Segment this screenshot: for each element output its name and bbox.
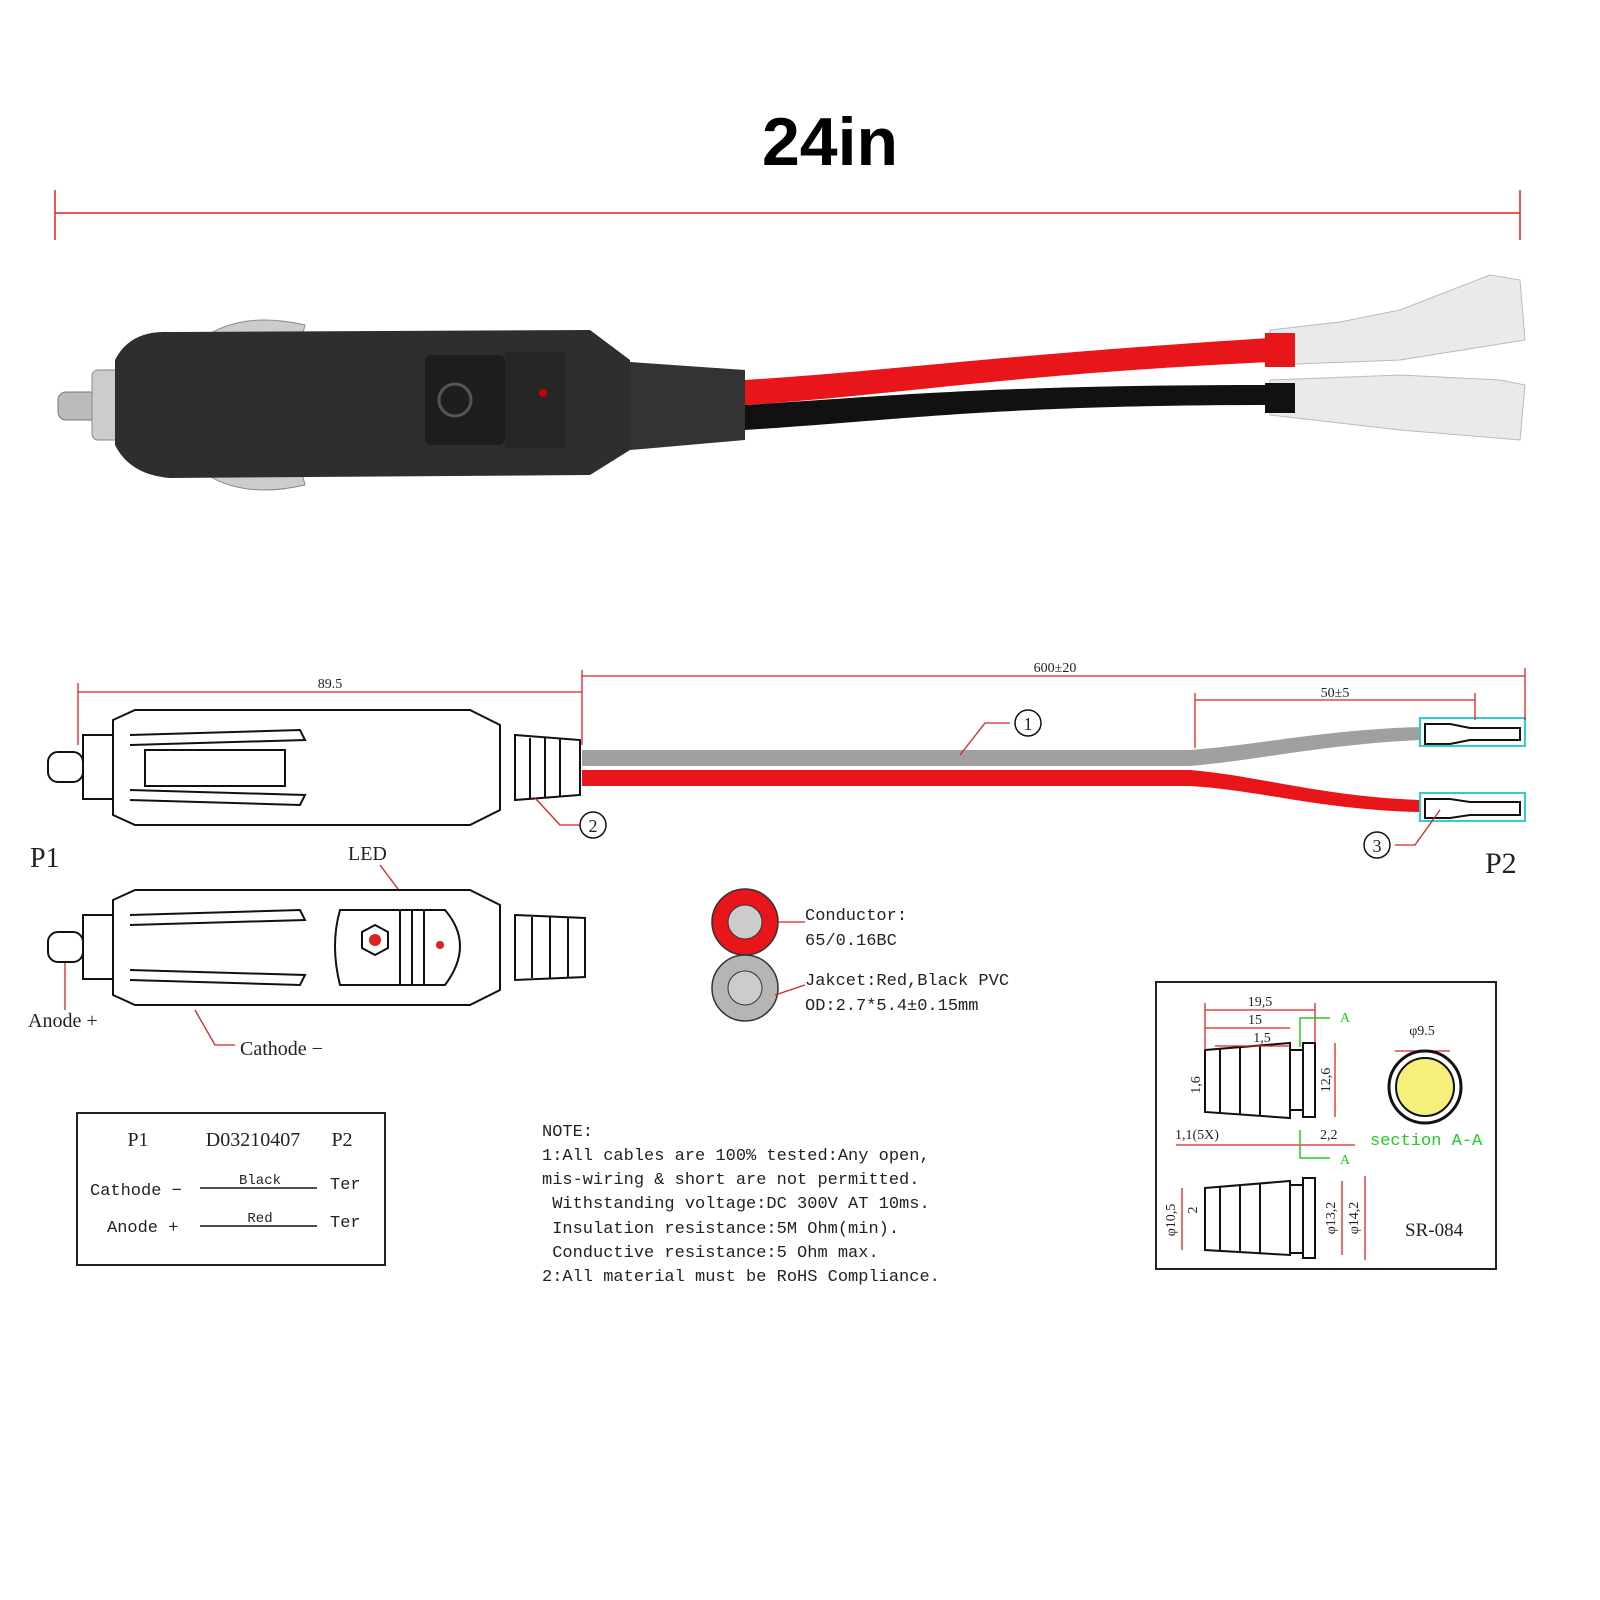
od-spec: OD:2.7*5.4±0.15mm <box>805 997 978 1016</box>
section-fill <box>1395 1057 1455 1117</box>
wire-cross-section <box>711 888 806 1022</box>
dimension-lines <box>64 668 1526 1046</box>
svg-text:2,2: 2,2 <box>1320 1128 1338 1143</box>
callout-2: 2 <box>579 811 607 839</box>
p1-label: P1 <box>30 843 60 874</box>
svg-text:φ13,2: φ13,2 <box>1324 1202 1339 1235</box>
dim-plug-length: 89.5 <box>318 677 343 692</box>
svg-text:P2: P2 <box>331 1129 352 1151</box>
svg-text:1,5: 1,5 <box>1253 1031 1271 1046</box>
svg-text:19,5: 19,5 <box>1248 995 1273 1010</box>
svg-text:1,1(5X): 1,1(5X) <box>1175 1128 1219 1143</box>
callout-3: 3 <box>1363 831 1391 859</box>
table-row: Anode + Red Ter <box>107 1211 361 1238</box>
boot-detail: 19,5 15 1,5 1,6 12,6 1,1(5X) 2,2 φ10,5 2… <box>1155 981 1497 1270</box>
svg-text:15: 15 <box>1248 1013 1262 1028</box>
svg-text:φ10,5: φ10,5 <box>1164 1204 1179 1237</box>
svg-text:2: 2 <box>1186 1207 1201 1214</box>
cable-photo <box>745 274 1526 441</box>
svg-text:12,6: 12,6 <box>1319 1068 1334 1093</box>
pin-table: P1 D03210407 P2 Cathode − Black Ter Anod… <box>76 1112 386 1266</box>
svg-text:P1: P1 <box>127 1129 148 1151</box>
svg-text:Red: Red <box>247 1211 272 1227</box>
svg-text:Ter: Ter <box>330 1214 361 1233</box>
plug-drawing-top <box>47 709 581 826</box>
p2-label: P2 <box>1485 847 1517 880</box>
section-label: section A-A <box>1370 1132 1483 1151</box>
svg-text:3: 3 <box>1373 836 1382 856</box>
length-title: 24in <box>762 104 898 180</box>
svg-text:1: 1 <box>1024 714 1033 734</box>
svg-text:Anode +: Anode + <box>107 1219 178 1238</box>
conductor-spec: 65/0.16BC <box>805 932 897 951</box>
svg-text:1,6: 1,6 <box>1189 1076 1204 1094</box>
jacket-spec: Jakcet:Red,Black PVC <box>805 972 1009 991</box>
cable-drawing <box>582 717 1526 822</box>
length-dimension-line <box>54 190 1521 240</box>
conductor-label: Conductor: <box>805 907 907 926</box>
svg-text:Insulation resistance:5M Ohm(m: Insulation resistance:5M Ohm(min). <box>542 1220 899 1239</box>
svg-text:A: A <box>1340 1011 1351 1026</box>
callout-1: 1 <box>1014 709 1042 737</box>
dim-split-length: 50±5 <box>1321 686 1350 701</box>
led-label: LED <box>348 843 387 865</box>
dim-cable-length: 600±20 <box>1034 661 1077 676</box>
anode-label: Anode + <box>28 1010 98 1032</box>
svg-text:A: A <box>1340 1153 1351 1168</box>
svg-text:D03210407: D03210407 <box>206 1129 300 1151</box>
svg-text:2:All material must be RoHS Co: 2:All material must be RoHS Compliance. <box>542 1268 940 1287</box>
svg-text:Withstanding voltage:DC 300V A: Withstanding voltage:DC 300V AT 10ms. <box>542 1195 930 1214</box>
svg-text:Ter: Ter <box>330 1176 361 1195</box>
svg-text:2: 2 <box>589 816 598 836</box>
cathode-label: Cathode − <box>240 1038 323 1060</box>
svg-text:NOTE:: NOTE: <box>542 1123 593 1142</box>
table-row: Cathode − Black Ter <box>90 1173 361 1201</box>
notes: NOTE: 1:All cables are 100% tested:Any o… <box>542 1123 940 1287</box>
svg-text:1:All cables are 100% tested:A: 1:All cables are 100% tested:Any open, <box>542 1147 930 1166</box>
cigarette-plug-photo <box>57 319 745 491</box>
svg-text:φ9.5: φ9.5 <box>1409 1024 1435 1039</box>
svg-text:mis-wiring & short are not per: mis-wiring & short are not permitted. <box>542 1171 919 1190</box>
svg-text:Black: Black <box>239 1173 281 1189</box>
svg-text:φ14,2: φ14,2 <box>1347 1202 1362 1235</box>
svg-text:Conductive resistance:5 Ohm ma: Conductive resistance:5 Ohm max. <box>542 1244 879 1263</box>
part-number: SR-084 <box>1405 1220 1464 1241</box>
plug-drawing-side <box>47 889 586 1006</box>
svg-text:Cathode −: Cathode − <box>90 1182 182 1201</box>
